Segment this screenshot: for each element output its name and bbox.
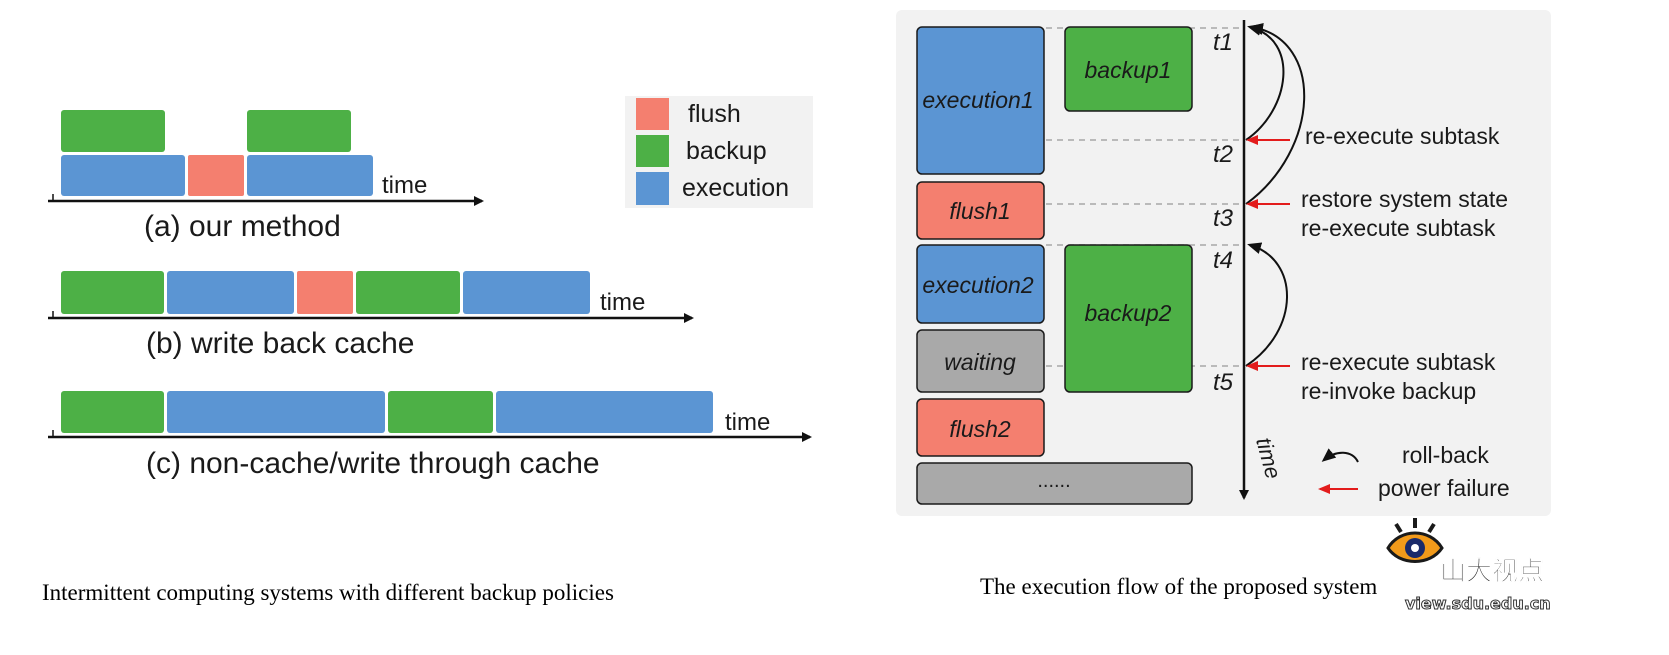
event-annotations: re-execute subtask restore system state … xyxy=(1301,123,1508,404)
legend-flush-swatch xyxy=(636,98,669,130)
row-c-execution-2 xyxy=(496,391,713,433)
row-a-caption: (a) our method xyxy=(144,210,341,243)
row-a-backup-2 xyxy=(247,110,351,152)
block-execution2 xyxy=(916,244,1045,324)
block-flush1-label: flush1 xyxy=(949,198,1010,224)
row-c-backup-2 xyxy=(388,391,493,433)
watermark-url: view.sdu.edu.cn xyxy=(1405,594,1551,613)
row-a: time (a) our method xyxy=(48,110,484,243)
annotation-t5-line1: re-execute subtask xyxy=(1301,349,1496,375)
right-panel-bg xyxy=(896,10,1551,516)
annotation-t2: re-execute subtask xyxy=(1305,123,1500,149)
block-execution1 xyxy=(916,26,1045,175)
watermark-logo-icon xyxy=(1386,518,1444,563)
row-c: time (c) non-cache/write through cache xyxy=(48,391,812,480)
power-failure-arrows xyxy=(1246,135,1290,371)
rollback-legend-icon xyxy=(1321,448,1359,463)
legend-execution-label: execution xyxy=(682,174,789,202)
left-diagram: time (a) our method time (b) write back … xyxy=(42,96,813,605)
row-a-execution-1 xyxy=(61,155,185,196)
legend-flush-label: flush xyxy=(688,100,741,128)
annotation-t3-line1: restore system state xyxy=(1301,186,1508,212)
block-waiting-label: waiting xyxy=(944,349,1016,375)
row-a-flush xyxy=(188,155,244,196)
block-ellipsis xyxy=(916,462,1193,505)
watermark-text: 山大视点 xyxy=(1440,556,1544,587)
annotation-t5-line2: re-invoke backup xyxy=(1301,378,1476,404)
row-b-flush xyxy=(297,271,353,314)
flow-blocks xyxy=(916,26,1193,505)
row-b-backup-2 xyxy=(356,271,460,314)
rollback-curve-t5-t4 xyxy=(1245,242,1288,367)
row-b-time-label: time xyxy=(600,289,645,316)
right-figure-caption: The execution flow of the proposed syste… xyxy=(980,574,1377,599)
row-c-execution-1 xyxy=(167,391,385,433)
right-diagram: execution1 backup1 flush1 execution2 bac… xyxy=(896,10,1551,599)
time-mark-t3: t3 xyxy=(1213,205,1234,232)
power-failure-legend-label: power failure xyxy=(1378,475,1510,501)
row-a-execution-2 xyxy=(247,155,373,196)
row-a-backup-1 xyxy=(61,110,165,152)
time-mark-t5: t5 xyxy=(1213,369,1234,396)
left-figure-caption: Intermittent computing systems with diff… xyxy=(42,580,614,605)
block-ellipsis-label: ...... xyxy=(1037,470,1070,492)
time-marks: t1 t2 t3 t4 t5 xyxy=(1213,29,1234,396)
row-c-backup-1 xyxy=(61,391,164,433)
rollback-curve-t3-t1 xyxy=(1245,23,1306,205)
row-b: time (b) write back cache xyxy=(48,271,694,360)
row-b-execution-2 xyxy=(463,271,590,314)
block-execution2-label: execution2 xyxy=(922,272,1033,298)
block-flush1 xyxy=(916,181,1045,240)
block-execution1-label: execution1 xyxy=(922,87,1033,113)
row-c-time-label: time xyxy=(725,409,770,436)
rollback-curve-t2-t1 xyxy=(1245,23,1285,141)
row-b-execution-1 xyxy=(167,271,294,314)
legend-backup-label: backup xyxy=(686,137,767,165)
legend-execution-swatch xyxy=(636,172,669,205)
legend-backup-swatch xyxy=(636,135,669,167)
time-mark-t1: t1 xyxy=(1213,29,1233,56)
row-c-caption: (c) non-cache/write through cache xyxy=(146,447,600,480)
block-backup2-label: backup2 xyxy=(1085,300,1172,326)
left-legend: flush backup execution xyxy=(625,96,813,208)
right-legend: roll-back power failure xyxy=(1318,442,1510,501)
block-waiting xyxy=(916,329,1045,393)
time-mark-t4: t4 xyxy=(1213,247,1233,274)
watermark: 山大视点 view.sdu.edu.cn xyxy=(1386,518,1551,614)
block-backup2 xyxy=(1064,244,1193,393)
rollback-legend-label: roll-back xyxy=(1402,442,1489,468)
block-flush2-label: flush2 xyxy=(949,416,1011,442)
block-flush2 xyxy=(916,398,1045,457)
row-b-caption: (b) write back cache xyxy=(146,327,414,360)
time-mark-t2: t2 xyxy=(1213,141,1233,168)
rollback-curves xyxy=(1245,23,1306,367)
block-labels: execution1 backup1 flush1 execution2 bac… xyxy=(922,57,1171,492)
block-backup1-label: backup1 xyxy=(1085,57,1172,83)
block-backup1 xyxy=(1064,26,1193,112)
annotation-t3-line2: re-execute subtask xyxy=(1301,215,1496,241)
row-b-backup-1 xyxy=(61,271,164,314)
row-a-time-label: time xyxy=(382,172,427,199)
